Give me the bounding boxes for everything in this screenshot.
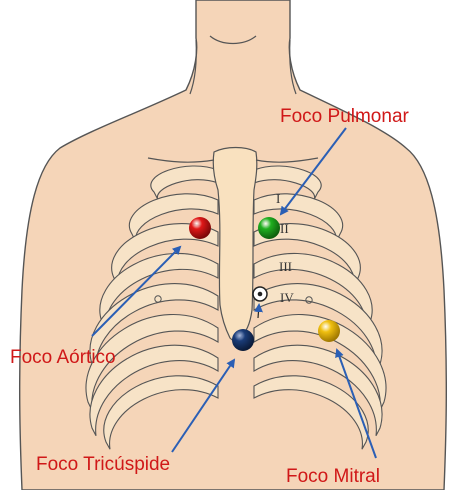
rib-number-iii: III: [279, 259, 292, 274]
foco-mitral-dot[interactable]: [318, 320, 340, 342]
foco-pulmonar-label: Foco Pulmonar: [280, 106, 410, 127]
rib-number-i: I: [276, 191, 280, 206]
foco-aortico-label: Foco Aórtico: [10, 347, 116, 368]
foco-mitral-label: Foco Mitral: [286, 466, 380, 487]
rib-number-iv: IV: [280, 290, 294, 305]
circle-dot-icon: [253, 287, 267, 301]
foco-tricuspide-label: Foco Tricúspide: [36, 454, 170, 475]
rib-number-ii: II: [280, 221, 289, 236]
foco-tricuspide-dot[interactable]: [232, 329, 254, 351]
foco-pulmonar-dot[interactable]: [258, 217, 280, 239]
foco-aortico-dot[interactable]: [189, 217, 211, 239]
